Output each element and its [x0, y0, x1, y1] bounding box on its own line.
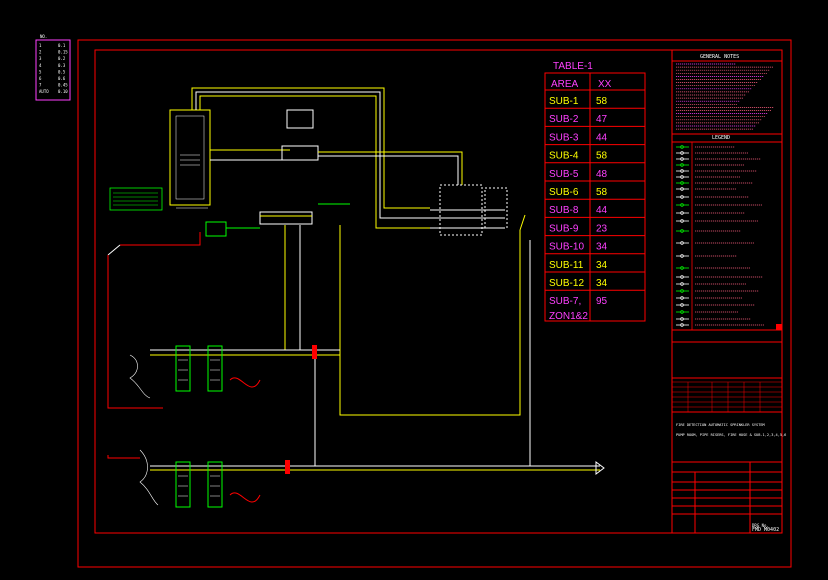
layer-legend-no: 1	[39, 43, 42, 48]
sprinkler-zone-1	[129, 345, 317, 399]
table-xx-cell: 47	[596, 114, 608, 125]
layer-legend-val: 0.2	[58, 56, 66, 61]
drawing-frame	[77, 39, 792, 568]
layer-legend-no: 5	[39, 69, 42, 74]
table-area-cell: SUB-3	[549, 132, 579, 143]
project-title-line2: PUMP ROOM, PIPE RISERS, FIRE HOSE & SUB-…	[676, 433, 786, 437]
table-area-cell: SUB-1	[549, 96, 579, 107]
sprinkler-zone-2	[139, 449, 605, 508]
table-area-cell: SUB-10	[549, 242, 584, 253]
xx-column-header: XX	[598, 79, 612, 90]
layer-legend-header: NO.	[40, 34, 47, 39]
table-xx-cell: 48	[596, 169, 608, 180]
table-xx-cell: 23	[596, 223, 608, 234]
notes-title: GENERAL NOTES	[700, 54, 739, 60]
layer-legend-val: 0.10	[58, 89, 68, 94]
layer-legend-no: 3	[39, 56, 42, 61]
table-area-cell: SUB-5	[549, 169, 579, 180]
table-xx-cell: 34	[596, 242, 608, 253]
layer-legend-no: 4	[39, 63, 42, 68]
layer-legend-val: 0.15	[58, 50, 68, 55]
table-area-cell: SUB-4	[549, 151, 579, 162]
title-block: FIRE DETECTION AUTOMATIC SPRINKLER SYSTE…	[672, 411, 786, 533]
table-xx-cell: 58	[596, 187, 608, 198]
layer-legend-val: 0.5	[58, 69, 66, 74]
layer-legend-no: 2	[39, 50, 42, 55]
layer-legend-val: 0.6	[58, 76, 66, 81]
table-area-cell: SUB-11	[549, 260, 584, 271]
control-panel	[109, 109, 211, 211]
pipe-network	[107, 87, 600, 471]
area-column-header: AREA	[551, 79, 579, 90]
layer-legend-val: 0.45	[58, 83, 68, 88]
table-xx-cell: 58	[596, 96, 608, 107]
legend-title: LEGEND	[712, 135, 730, 141]
project-title-line1: FIRE DETECTION AUTOMATIC SPRINKLER SYSTE…	[676, 423, 766, 427]
table-xx-cell: 34	[596, 260, 608, 271]
table-area-cell: SUB-6	[549, 187, 579, 198]
drawing-number-label: DRG No.	[752, 523, 769, 528]
table-xx-cell: 34	[596, 278, 608, 289]
table-area-cell: SUB-8	[549, 205, 579, 216]
table-xx-cell: 95	[596, 296, 608, 307]
table-area-cell: SUB-7,ZON1&2	[549, 296, 588, 322]
table-area-cell: SUB-2	[549, 114, 579, 125]
area-table-title: TABLE-1	[553, 61, 593, 72]
layer-legend-no: 7	[39, 83, 42, 88]
layer-legend-no: AUTO	[39, 89, 49, 94]
layer-legend-no: 6	[39, 76, 42, 81]
table-xx-cell: 44	[596, 205, 608, 216]
table-area-cell: SUB-12	[549, 278, 584, 289]
layer-legend-val: 0.3	[58, 63, 66, 68]
layer-legend-val: 0.1	[58, 43, 66, 48]
drawing-number: FMD M0402	[752, 527, 779, 533]
table-xx-cell: 58	[596, 151, 608, 162]
notes-panel: GENERAL NOTES LEGEND	[672, 54, 782, 412]
table-area-cell: SUB-9	[549, 223, 579, 234]
table-xx-cell: 44	[596, 132, 608, 143]
